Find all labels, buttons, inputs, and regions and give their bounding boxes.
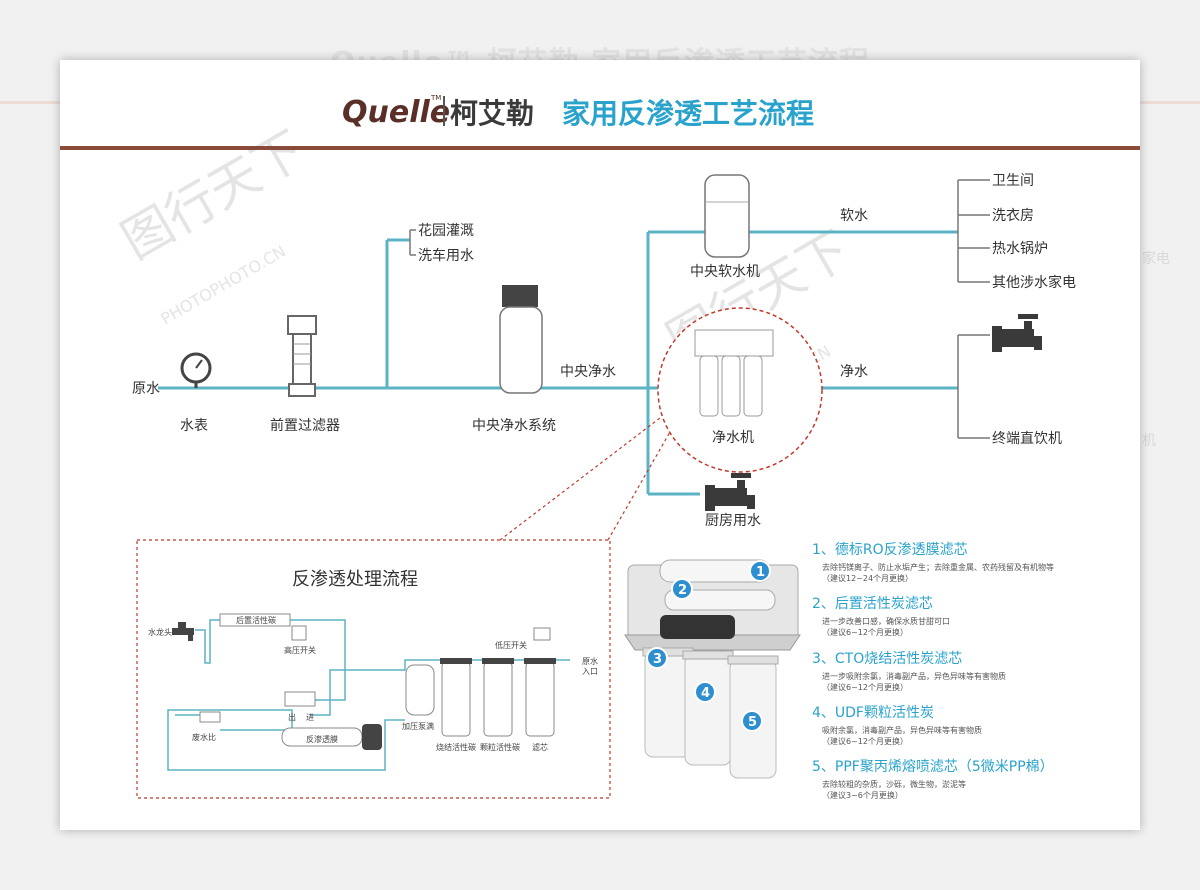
filter-5-desc: 去除较粗的杂质，沙砾，微生物，淤泥等 xyxy=(822,779,966,789)
ro-pipes xyxy=(167,619,570,771)
filter-2-title: 2、后置活性炭滤芯 xyxy=(812,596,933,612)
ro-lp-switch-shape xyxy=(533,627,551,641)
central-purifier-label: 中央净水系统 xyxy=(472,418,556,434)
ro-sintered-carbon-label: 烧结活性碳 xyxy=(436,742,476,752)
softener-icon xyxy=(704,174,750,258)
filter-2-interval: （建议6~12个月更换） xyxy=(822,627,908,637)
filter-1-title: 1、德标RO反渗透膜滤芯 xyxy=(812,542,968,558)
ro-raw-inlet-label: 原水 xyxy=(582,656,598,666)
svg-text:4: 4 xyxy=(701,686,710,701)
pre-filter-label: 前置过滤器 xyxy=(270,417,340,434)
ro-raw-inlet-label-2: 入口 xyxy=(582,667,598,676)
badge-1: 1 xyxy=(749,560,771,582)
badge-4: 4 xyxy=(694,681,716,703)
boiler-label: 热水锅炉 xyxy=(992,241,1048,257)
badge-3: 3 xyxy=(646,647,668,669)
kitchen-faucet-icon xyxy=(705,473,755,511)
filter-badges: 1 2 3 4 5 xyxy=(646,560,771,732)
badge-2: 2 xyxy=(671,578,693,600)
ro-lp-switch-label: 低压开关 xyxy=(495,640,527,650)
brand-tm: TM xyxy=(430,94,441,102)
svg-text:1: 1 xyxy=(756,565,765,580)
ro-faucet-label: 水龙头 xyxy=(148,627,172,637)
filter-5-title: 5、PPF聚丙烯熔喷滤芯（5微米PP棉） xyxy=(812,758,1054,775)
water-meter-icon xyxy=(180,352,212,388)
ro-pump-label: 加压泵满 xyxy=(402,721,434,731)
filter-3-desc: 进一步吸附余氯，消毒副产品，异色异味等有害物质 xyxy=(822,671,1006,681)
pre-filter-icon xyxy=(287,315,317,397)
ro-filter-housings xyxy=(441,661,555,737)
diagram-card: Quelle TM 柯艾勒 家用反渗透工艺流程 图行天下 PHOTOPHOTO.… xyxy=(60,60,1140,830)
ro-post-carbon-label: 后置活性碳 xyxy=(236,615,276,625)
diagram-canvas: Quelle TM 柯艾勒 家用反渗透工艺流程 图行天下 PHOTOPHOTO.… xyxy=(60,94,1140,800)
central-purifier-icon xyxy=(499,285,543,394)
header-rule xyxy=(60,146,1140,150)
ro-process-title: 反渗透处理流程 xyxy=(292,569,418,590)
svg-text:2: 2 xyxy=(678,583,687,598)
ro-membrane-label: 反渗透膜 xyxy=(306,734,338,744)
page-title: 家用反渗透工艺流程 xyxy=(562,97,814,130)
ro-membrane-shape xyxy=(281,724,382,750)
svg-text:PHOTOPHOTO.CN: PHOTOPHOTO.CN xyxy=(158,242,289,329)
filter-list: 1、德标RO反渗透膜滤芯 去除钙镁离子、防止水垢产生；去除重金属、农药残留及有机… xyxy=(812,542,1054,800)
ro-filter-caps xyxy=(440,658,556,664)
ro-waste-ratio-label: 废水比 xyxy=(192,732,216,742)
raw-water-label: 原水 xyxy=(132,381,160,397)
branch-lines xyxy=(409,179,990,439)
callout-lines xyxy=(136,417,671,799)
other-appliances-label: 其他涉水家电 xyxy=(992,274,1076,291)
svg-text:5: 5 xyxy=(748,715,757,730)
filter-3-title: 3、CTO烧结活性炭滤芯 xyxy=(812,651,962,667)
svg-text:3: 3 xyxy=(653,652,662,667)
ro-faucet-icon xyxy=(172,622,194,641)
laundry-label: 洗衣房 xyxy=(992,208,1034,224)
kitchen-label: 厨房用水 xyxy=(705,513,761,529)
purifier-circle xyxy=(657,307,823,473)
garden-label: 花园灌溉 xyxy=(418,223,474,239)
svg-text:图行天下: 图行天下 xyxy=(112,120,314,270)
ro-unit-illustration xyxy=(624,559,801,779)
filter-1-desc: 去除钙镁离子、防止水垢产生；去除重金属、农药残留及有机物等 xyxy=(822,562,1054,572)
soft-water-label: 软水 xyxy=(840,208,868,224)
badge-5: 5 xyxy=(741,710,763,732)
bathroom-label: 卫生间 xyxy=(992,173,1034,189)
ro-post-carbon-shape xyxy=(219,613,291,627)
ro-hp-switch-label: 高压开关 xyxy=(284,645,316,655)
ro-granular-carbon-label: 颗粒活性碳 xyxy=(480,742,520,752)
background-ghost-text: 机 xyxy=(1142,433,1156,449)
ro-labels: 水龙头 后置活性碳 高压开关 低压开关 原水 入口 出 进 废水比 反渗透膜 加… xyxy=(148,615,598,752)
ro-pump-shape xyxy=(405,664,435,716)
filter-2-desc: 进一步改善口感，确保水质甘甜可口 xyxy=(822,616,950,626)
ro-waste-ratio-shape xyxy=(199,711,221,723)
car-wash-label: 洗车用水 xyxy=(418,247,474,264)
filter-4-interval: （建议6~12个月更换） xyxy=(822,736,908,746)
softener-label: 中央软水机 xyxy=(690,264,760,280)
ro-hp-switch-shape xyxy=(291,625,307,641)
ro-valve-shape xyxy=(284,691,316,707)
filter-4-title: 4、UDF颗粒活性炭 xyxy=(812,705,934,721)
pure-water-label: 净水 xyxy=(840,364,868,380)
ro-in-label: 进 xyxy=(306,713,314,722)
central-pure-water-label: 中央净水 xyxy=(560,364,616,380)
filter-1-interval: （建议12~24个月更换） xyxy=(822,573,913,583)
brand-divider xyxy=(443,96,445,126)
purifier-label: 净水机 xyxy=(712,430,754,446)
brand-logo: Quelle xyxy=(342,95,450,130)
filter-3-interval: （建议6~12个月更换） xyxy=(822,682,908,692)
ro-filter-label: 滤芯 xyxy=(532,742,548,752)
ro-out-label: 出 xyxy=(288,712,296,722)
terminal-dispenser-label: 终端直饮机 xyxy=(992,430,1062,447)
filter-5-interval: （建议3~6个月更换） xyxy=(822,790,903,800)
water-meter-label: 水表 xyxy=(180,418,208,434)
brand-chinese: 柯艾勒 xyxy=(450,97,534,130)
background-ghost-text: 家电 xyxy=(1142,251,1170,267)
filter-4-desc: 吸附余氯，消毒副产品，异色异味等有害物质 xyxy=(822,725,982,735)
faucet-icon xyxy=(992,314,1042,352)
